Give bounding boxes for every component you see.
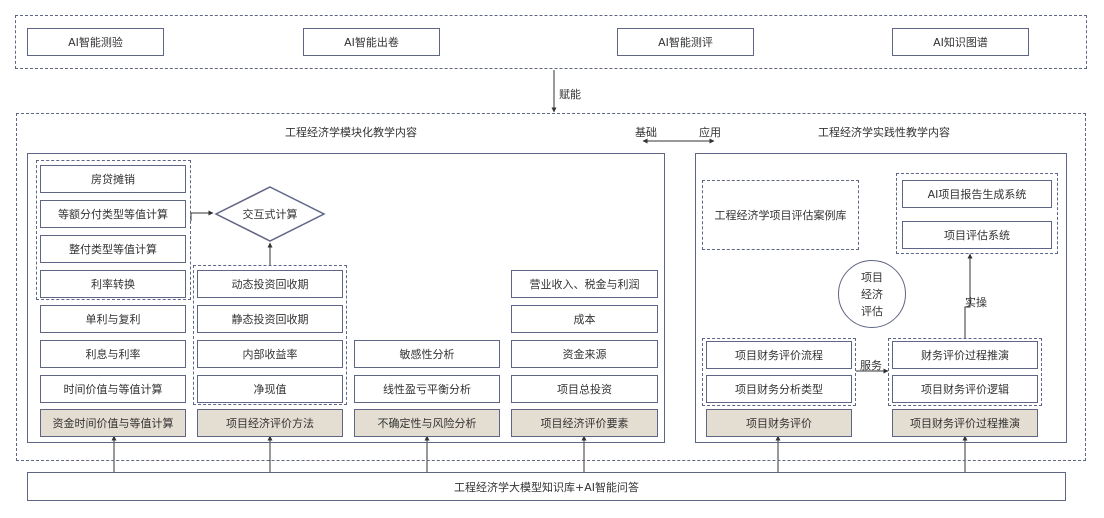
right-eval-footer[interactable]: 项目财务评价过程推演	[892, 409, 1038, 437]
col3-item[interactable]: 敏感性分析	[354, 340, 500, 368]
circle-line: 经济	[861, 287, 883, 301]
circle-line: 项目	[861, 270, 883, 284]
empower-label: 赋能	[559, 88, 581, 101]
col1-item[interactable]: 等额分付类型等值计算	[40, 200, 186, 228]
modular-content-box	[27, 153, 665, 443]
ai-tool-knowledge-graph[interactable]: AI知识图谱	[892, 28, 1029, 56]
calc-group	[36, 160, 191, 300]
col1-item[interactable]: 时间价值与等值计算	[40, 375, 186, 403]
ai-tool-paper[interactable]: AI智能出卷	[303, 28, 440, 56]
col4-footer[interactable]: 项目经济评价要素	[511, 409, 658, 437]
right-eval-group	[888, 338, 1042, 406]
practical-title: 工程经济学实践性教学内容	[818, 126, 950, 139]
left-eval-item[interactable]: 项目财务评价流程	[706, 341, 852, 369]
col1-footer[interactable]: 资金时间价值与等值计算	[40, 409, 186, 437]
col2-item[interactable]: 动态投资回收期	[197, 270, 343, 298]
knowledge-base-bar[interactable]: 工程经济学大模型知识库+AI智能问答	[27, 472, 1066, 501]
col2-footer[interactable]: 项目经济评价方法	[197, 409, 343, 437]
right-eval-item[interactable]: 项目财务评价逻辑	[892, 375, 1038, 403]
operate-label: 实操	[965, 296, 987, 309]
practical-content-box	[695, 153, 1067, 443]
col3-footer[interactable]: 不确定性与风险分析	[354, 409, 500, 437]
ai-tool-quiz[interactable]: AI智能测验	[27, 28, 164, 56]
col1-item[interactable]: 房贷摊销	[40, 165, 186, 193]
ai-tool-evaluation[interactable]: AI智能测评	[617, 28, 754, 56]
systems-group	[896, 173, 1058, 254]
col4-item[interactable]: 项目总投资	[511, 375, 658, 403]
ai-report-system[interactable]: AI项目报告生成系统	[902, 180, 1052, 208]
apply-label: 应用	[699, 126, 721, 139]
modular-title: 工程经济学模块化教学内容	[285, 126, 417, 139]
col2-item[interactable]: 静态投资回收期	[197, 305, 343, 333]
col1-item[interactable]: 整付类型等值计算	[40, 235, 186, 263]
project-eval-system[interactable]: 项目评估系统	[902, 221, 1052, 249]
col2-item[interactable]: 内部收益率	[197, 340, 343, 368]
basis-label: 基础	[635, 126, 657, 139]
col4-item[interactable]: 资金来源	[511, 340, 658, 368]
col1-item[interactable]: 利息与利率	[40, 340, 186, 368]
left-eval-footer[interactable]: 项目财务评价	[706, 409, 852, 437]
service-label: 服务	[860, 359, 882, 372]
col1-item[interactable]: 利率转换	[40, 270, 186, 298]
col4-item[interactable]: 成本	[511, 305, 658, 333]
interactive-calc-diamond[interactable]	[214, 185, 326, 243]
col4-item[interactable]: 营业收入、税金与利润	[511, 270, 658, 298]
teaching-content-panel	[16, 113, 1086, 461]
project-econ-eval-circle: 项目 经济 评估	[838, 260, 906, 328]
left-eval-group	[702, 338, 856, 406]
case-library[interactable]: 工程经济学项目评估案例库	[702, 180, 859, 250]
interactive-calc-label: 交互式计算	[242, 208, 298, 221]
circle-line: 评估	[861, 304, 883, 318]
col3-item[interactable]: 线性盈亏平衡分析	[354, 375, 500, 403]
ai-tools-panel	[15, 15, 1087, 69]
right-eval-item[interactable]: 财务评价过程推演	[892, 341, 1038, 369]
col1-item[interactable]: 单利与复利	[40, 305, 186, 333]
left-eval-item[interactable]: 项目财务分析类型	[706, 375, 852, 403]
invest-group	[193, 265, 347, 405]
col2-item[interactable]: 净现值	[197, 375, 343, 403]
